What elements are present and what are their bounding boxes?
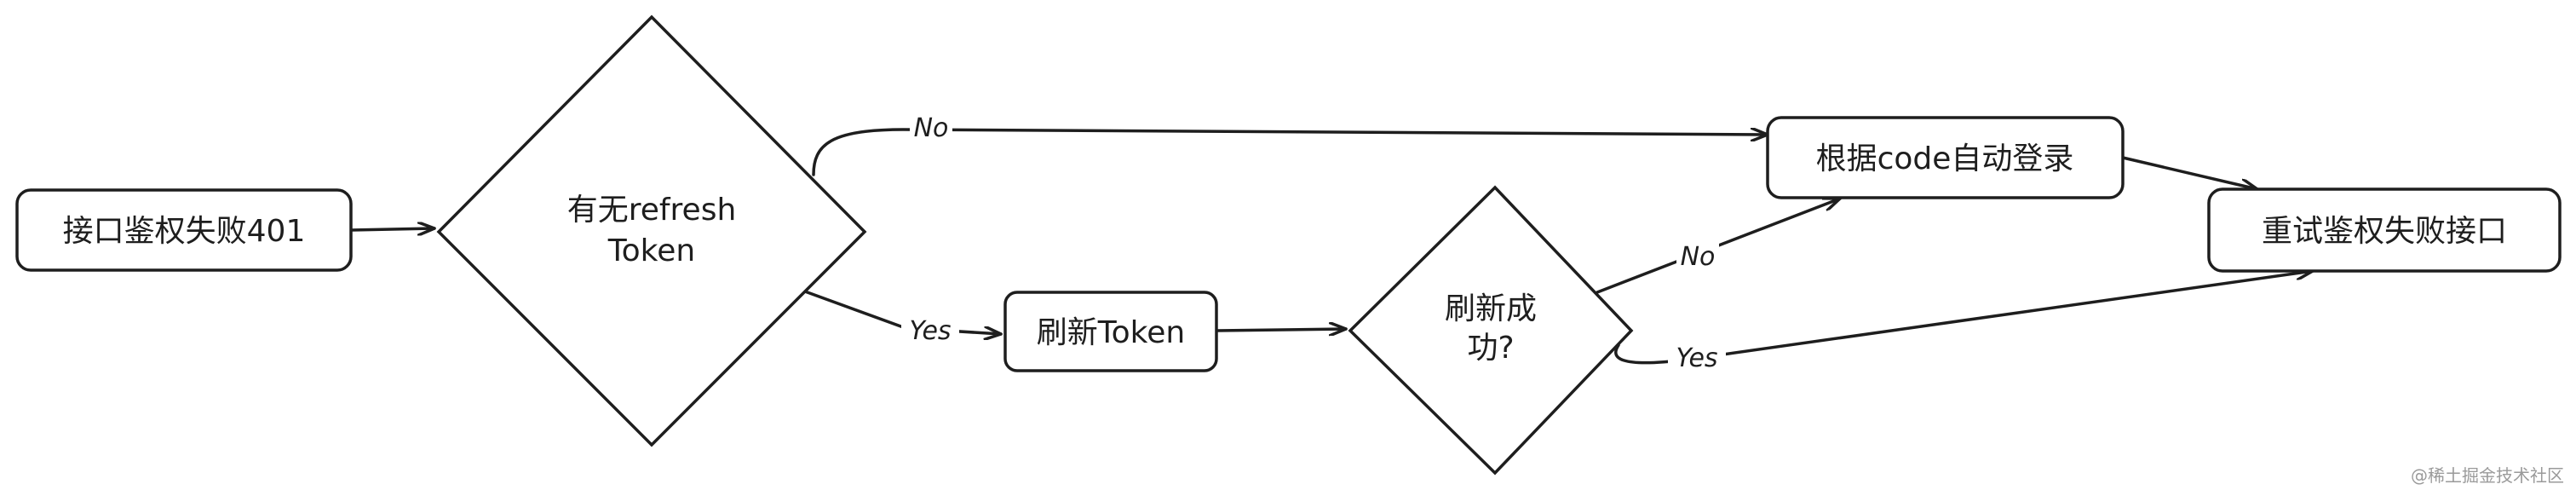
edge-label-refresh-ok-yes: Yes [1676, 343, 1717, 373]
node-start-label: 接口鉴权失败401 [63, 214, 306, 249]
edge-label-has-refresh-no: No [914, 113, 949, 143]
edge-start-to-decision [349, 228, 436, 230]
edge-decision-no-to-auto-login [812, 130, 1769, 176]
node-has-refresh-label: 有无refresh [567, 193, 737, 228]
edge-label-bg [910, 112, 952, 143]
node-refresh-ok-diamond [1348, 185, 1634, 476]
node-start-box [15, 188, 353, 272]
node-auto-login-label: 根据code自动登录 [1816, 141, 2074, 176]
edge-refresh-to-refresh-ok [1215, 329, 1348, 331]
edge-label-bg [1668, 343, 1726, 373]
node-refresh-label: 刷新Token [1037, 315, 1185, 350]
edge-label-bg [1676, 241, 1719, 272]
edge-label-has-refresh-yes: Yes [909, 316, 951, 346]
edge-label-refresh-ok-no: No [1681, 242, 1716, 272]
node-retry-box [2207, 187, 2562, 273]
edge-label-bg [901, 315, 959, 346]
node-has-refresh-diamond [436, 14, 867, 447]
node-has-refresh-label: Token [607, 233, 695, 268]
edge-auto-login-to-retry [2121, 156, 2259, 189]
node-refresh-box [1003, 291, 1218, 372]
node-retry-label: 重试鉴权失败接口 [2262, 214, 2507, 249]
watermark: @稀土掘金技术社区 [2411, 465, 2564, 486]
node-refresh-ok-label: 刷新成 [1445, 291, 1537, 326]
node-auto-login-box [1766, 116, 2125, 199]
node-refresh-ok-label: 功? [1467, 331, 1514, 366]
